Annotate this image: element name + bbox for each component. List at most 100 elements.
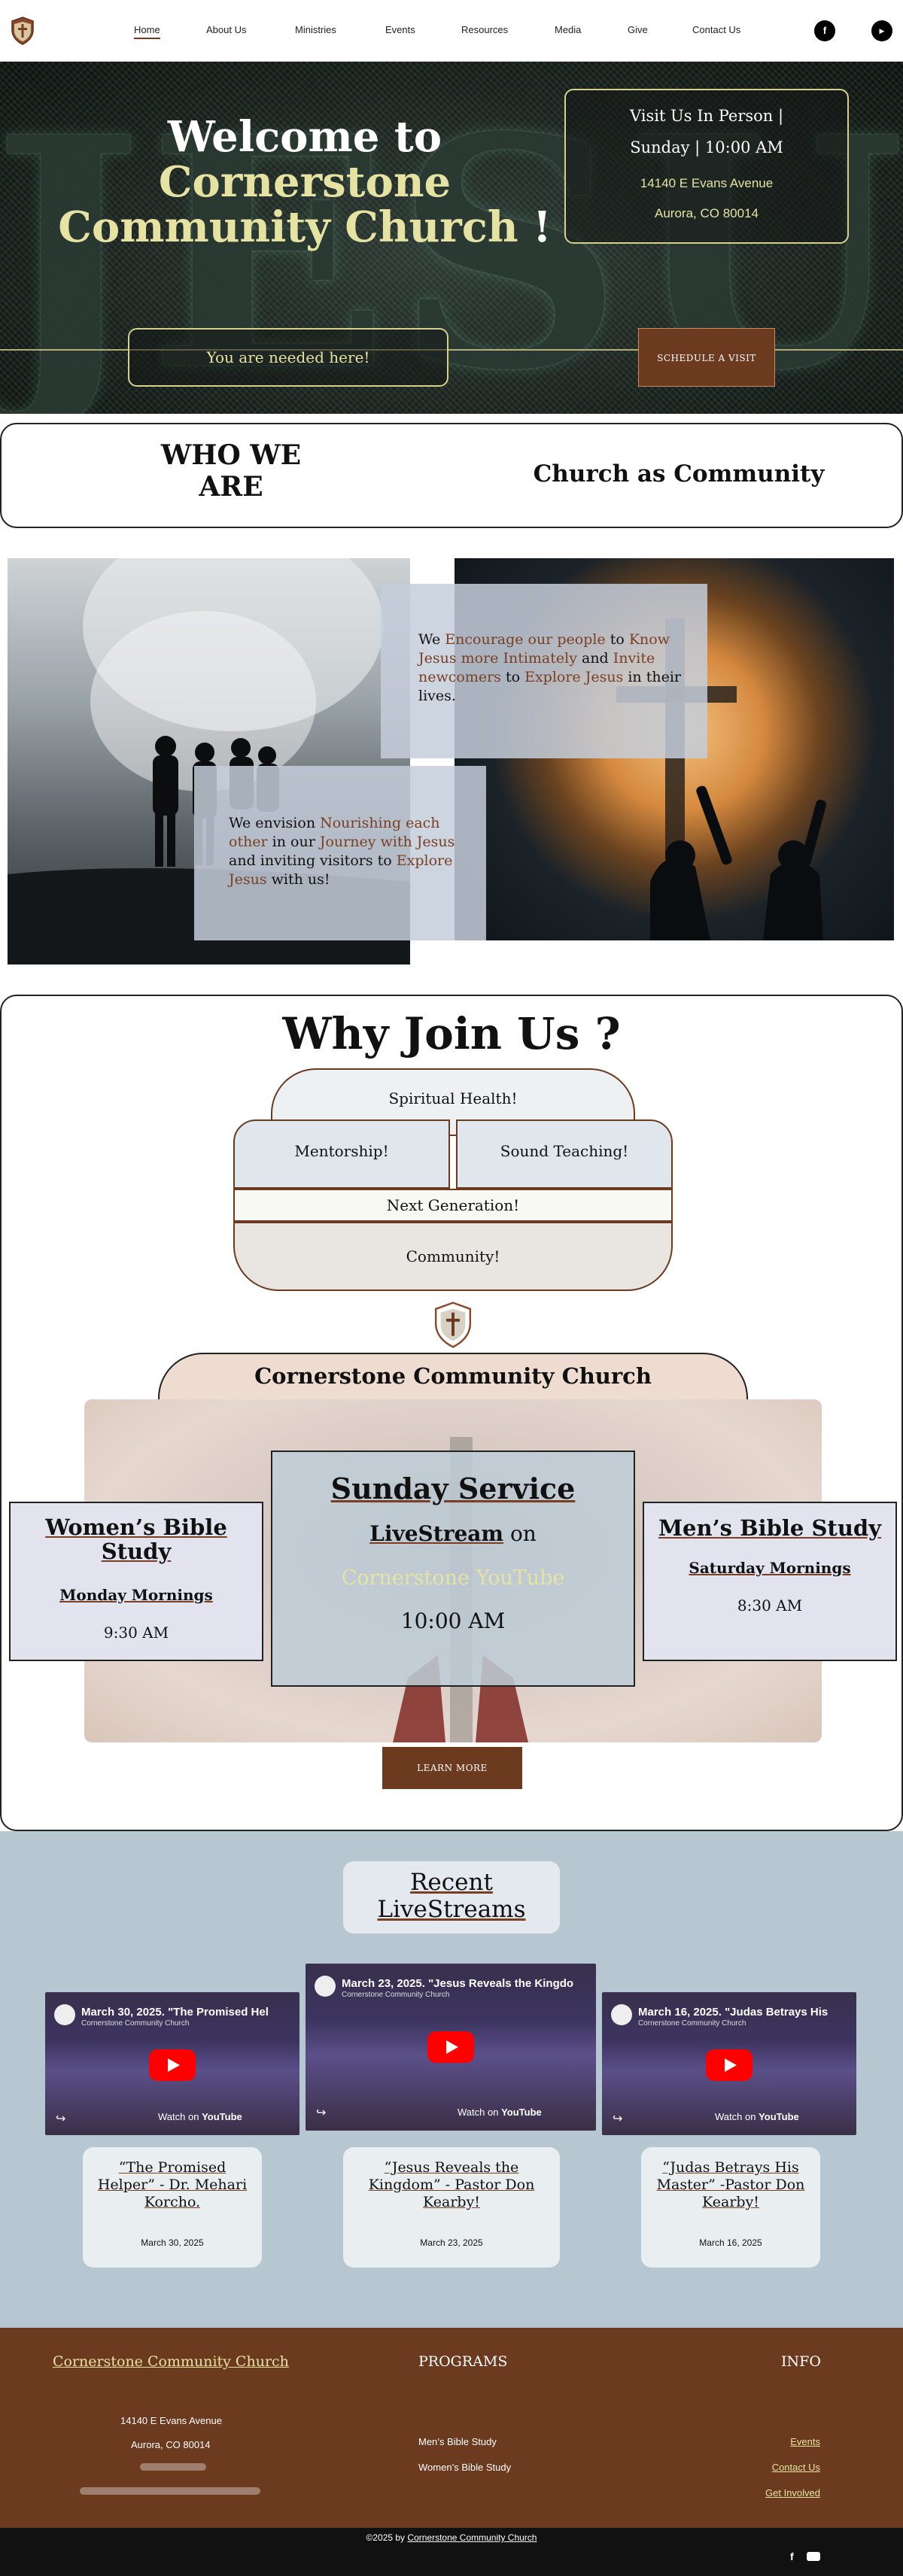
facebook-icon[interactable]: f: [814, 20, 835, 41]
visit-city: Aurora, CO 80014: [655, 206, 759, 220]
nav-home[interactable]: Home: [134, 24, 160, 39]
stream-card-march-16[interactable]: “Judas Betrays His Master” -Pastor Don K…: [641, 2147, 820, 2268]
mentorship-label: Mentorship!: [294, 1142, 389, 1160]
footer-contact-link[interactable]: Contact Us: [771, 2462, 820, 2473]
nav-give[interactable]: Give: [628, 24, 648, 35]
learn-more-button[interactable]: LEARN MORE: [382, 1747, 522, 1789]
footer-info-title: INFO: [781, 2353, 821, 2370]
nav-events[interactable]: Events: [385, 24, 415, 35]
sunday-service-title: Sunday Service: [330, 1472, 576, 1505]
share-icon[interactable]: ↪: [613, 2113, 623, 2125]
visit-us-box: Visit Us In Person | Sunday | 10:00 AM 1…: [564, 89, 849, 244]
hero-divider: [0, 349, 903, 351]
why-title-text: Why Join Us: [282, 1008, 580, 1059]
vision-text: in our: [267, 834, 320, 850]
who-title-line-1: WHO WE: [160, 439, 302, 471]
hero-banner: JESUS Welcome to Cornerstone Community C…: [0, 62, 903, 414]
nav-media[interactable]: Media: [555, 24, 582, 35]
stream-card-title[interactable]: “The Promised Helper” - Dr. Mehari Korch…: [97, 2159, 248, 2210]
channel-avatar: [54, 2004, 75, 2025]
video-title[interactable]: March 16, 2025. "Judas Betrays His: [638, 2006, 829, 2019]
stream-card-march-23[interactable]: “Jesus Reveals the Kingdom” - Pastor Don…: [343, 2147, 560, 2268]
mission-text: to: [605, 631, 629, 648]
nav-ministries[interactable]: Ministries: [295, 24, 336, 35]
mission-text: and: [576, 650, 613, 667]
watch-on-youtube-link[interactable]: Watch on YouTube: [458, 2107, 542, 2118]
share-icon[interactable]: ↪: [316, 2107, 327, 2119]
schedule-visit-button[interactable]: SCHEDULE A VISIT: [638, 328, 775, 387]
video-embed-march-23[interactable]: March 23, 2025. "Jesus Reveals the Kingd…: [306, 1964, 596, 2131]
you-are-needed-button[interactable]: You are needed here!: [128, 328, 448, 387]
shield-cross-icon: [434, 1302, 472, 1348]
video-title[interactable]: March 23, 2025. "Jesus Reveals the Kingd…: [342, 1977, 574, 1990]
stream-card-date: March 30, 2025: [141, 2237, 204, 2248]
vision-highlight: Explore Jesus: [229, 852, 453, 888]
vision-text: with us!: [266, 871, 330, 888]
copyright-church-link[interactable]: Cornerstone Community Church: [407, 2532, 537, 2543]
footer-street: 14140 E Evans Avenue: [120, 2415, 222, 2426]
womens-study-time: 9:30 AM: [103, 1624, 169, 1642]
nav-resources[interactable]: Resources: [461, 24, 509, 35]
mission-card-encourage: We Encourage our people to Know Jesus mo…: [381, 584, 707, 758]
watch-on-youtube-link[interactable]: Watch on YouTube: [158, 2111, 242, 2122]
community-bubble: [233, 1222, 673, 1291]
mens-bible-study-card[interactable]: Men’s Bible Study Saturday Mornings 8:30…: [643, 1502, 897, 1661]
livestream-on-text: on: [503, 1521, 537, 1546]
church-banner-title: Cornerstone Community Church: [254, 1363, 652, 1389]
video-embed-march-16[interactable]: March 16, 2025. "Judas Betrays His Corne…: [602, 1992, 856, 2135]
recent-label: Recent: [410, 1869, 493, 1896]
hero-title-bang: !: [533, 202, 552, 252]
church-logo-icon[interactable]: [11, 17, 35, 45]
church-as-community-heading: Church as Community: [533, 460, 825, 488]
stream-card-march-30[interactable]: “The Promised Helper” - Dr. Mehari Korch…: [83, 2147, 262, 2268]
play-button-icon[interactable]: [149, 2049, 196, 2081]
hero-title: Welcome to Cornerstone Community Church …: [45, 114, 564, 250]
youtube-icon[interactable]: ▶: [871, 20, 892, 41]
sunday-service-time: 10:00 AM: [400, 1608, 506, 1633]
footer-program-mens[interactable]: Men’s Bible Study: [418, 2436, 497, 2447]
nav-about-us[interactable]: About Us: [206, 24, 247, 35]
livestream-link[interactable]: LiveStream: [369, 1521, 504, 1546]
video-channel: Cornerstone Community Church: [81, 2019, 190, 2028]
play-button-icon[interactable]: [706, 2049, 752, 2081]
stream-card-title[interactable]: “Jesus Reveals the Kingdom” - Pastor Don…: [368, 2159, 535, 2210]
womens-bible-study-card[interactable]: Women’s Bible Study Monday Mornings 9:30…: [9, 1502, 263, 1661]
next-generation-label: Next Generation!: [386, 1196, 520, 1214]
womens-study-title[interactable]: Women’s Bible Study: [45, 1514, 227, 1564]
video-channel: Cornerstone Community Church: [342, 1991, 450, 1999]
footer-church-link[interactable]: Cornerstone Community Church: [53, 2353, 289, 2370]
why-join-us-title: Why Join Us ?: [2, 1008, 901, 1059]
womens-study-day: Monday Mornings: [59, 1586, 213, 1604]
stream-card-title[interactable]: “Judas Betrays His Master” -Pastor Don K…: [656, 2159, 805, 2210]
channel-avatar: [611, 2004, 632, 2025]
next-generation-bubble: [233, 1189, 673, 1222]
vision-card-nourishing: We envision Nourishing each other in our…: [194, 766, 486, 940]
cornerstone-youtube-link[interactable]: Cornerstone YouTube: [341, 1566, 565, 1590]
footer-facebook-icon[interactable]: f: [790, 2550, 794, 2562]
footer-blurred-phone: [140, 2463, 206, 2471]
footer-youtube-icon[interactable]: [807, 2552, 820, 2561]
mission-highlight: Encourage our people: [445, 631, 606, 648]
stream-card-date: March 23, 2025: [420, 2237, 483, 2248]
copyright-bar: ©2025 by Cornerstone Community Church f: [0, 2528, 903, 2576]
watch-on-text: Watch on: [715, 2111, 756, 2122]
play-button-icon[interactable]: [427, 2031, 474, 2063]
footer-events-link[interactable]: Events: [790, 2436, 820, 2447]
footer-get-involved-link[interactable]: Get Involved: [765, 2487, 820, 2499]
mission-highlight: Know Jesus more Intimately: [418, 631, 670, 667]
youtube-wordmark: YouTube: [202, 2111, 242, 2122]
watch-on-text: Watch on: [158, 2111, 199, 2122]
youtube-wordmark: YouTube: [501, 2107, 542, 2118]
mens-study-title[interactable]: Men’s Bible Study: [658, 1515, 882, 1541]
top-navigation: Home About Us Ministries Events Resource…: [0, 0, 903, 62]
mission-text: in their lives.: [418, 669, 681, 704]
share-icon[interactable]: ↪: [56, 2113, 66, 2125]
nav-contact-us[interactable]: Contact Us: [692, 24, 741, 35]
watch-on-youtube-link[interactable]: Watch on YouTube: [715, 2111, 799, 2122]
sound-teaching-bubble: [456, 1119, 673, 1189]
video-title[interactable]: March 30, 2025. "The Promised Hel: [81, 2006, 269, 2019]
video-embed-march-30[interactable]: March 30, 2025. "The Promised Hel Corner…: [45, 1992, 299, 2135]
footer-program-womens[interactable]: Women’s Bible Study: [418, 2462, 512, 2473]
mission-text: We: [418, 631, 445, 648]
